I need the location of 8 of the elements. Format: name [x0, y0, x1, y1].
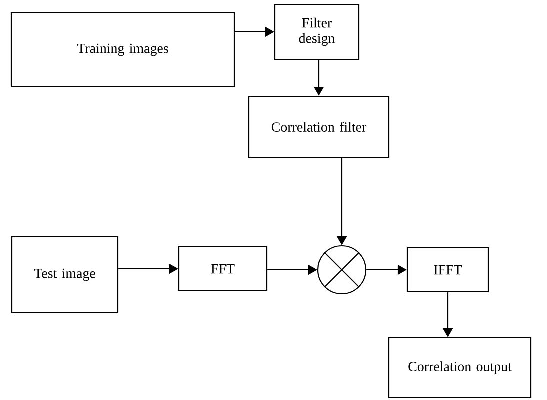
process-box: Filter design — [274, 4, 360, 60]
process-box: Correlation output — [388, 337, 532, 399]
process-box: FFT — [178, 246, 268, 292]
process-box: Training images — [10, 12, 236, 88]
multiplier-circle — [317, 245, 367, 295]
process-box: Correlation filter — [248, 96, 390, 158]
process-box: IFFT — [406, 247, 490, 293]
process-box: Test image — [11, 236, 119, 314]
